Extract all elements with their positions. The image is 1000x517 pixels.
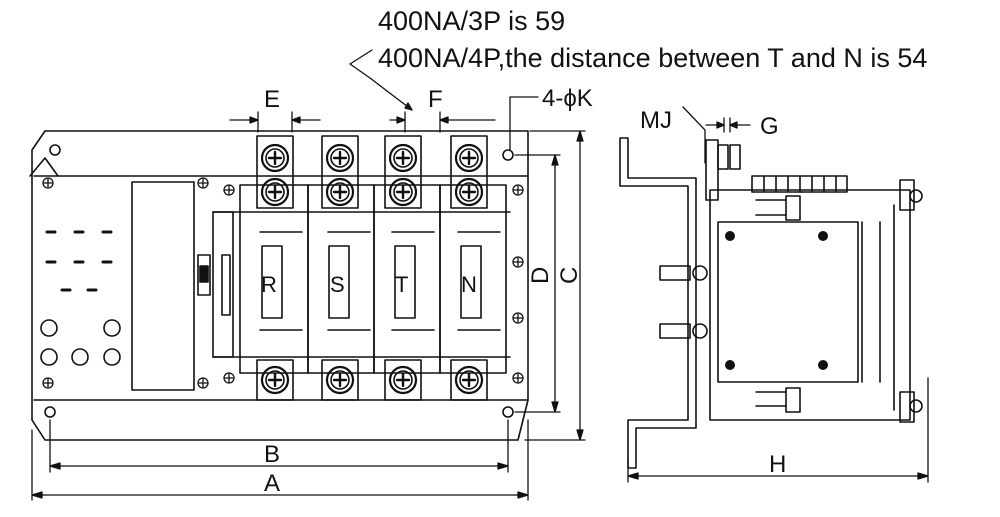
note-3p-distance: 400NA/3P is 59	[378, 6, 566, 36]
dim-label-d: D	[527, 267, 554, 284]
terminal-bolt-cross	[395, 150, 411, 166]
terminal-bolt-head	[459, 182, 479, 202]
indicator-marks	[45, 230, 113, 292]
terminal-bolt-icon	[325, 177, 355, 207]
terminal-bolt-icon	[260, 365, 290, 395]
dim-label-h: H	[769, 451, 786, 478]
terminal-plate	[384, 359, 422, 401]
mounting-bracket	[619, 137, 697, 469]
terminal-bolts	[256, 135, 488, 401]
terminal-plate	[321, 135, 359, 209]
terminal-bolt-icon	[388, 143, 418, 173]
terminal-bolt-head	[330, 182, 350, 202]
terminal-bolt-head	[459, 370, 479, 390]
terminal-bolt-cross	[267, 184, 283, 200]
terminal-bolt-head	[265, 182, 285, 202]
terminal-plate	[256, 135, 294, 209]
terminal-plate	[321, 359, 359, 401]
terminal-plate	[384, 135, 422, 209]
terminal-bolt-icon	[454, 177, 484, 207]
dim-label-g: G	[760, 113, 779, 140]
pole-label-s: S	[330, 272, 345, 297]
display-panel	[131, 181, 195, 391]
mount-hole	[44, 406, 56, 418]
dim-label-mj: MJ	[640, 107, 672, 134]
terminal-bolt-head	[330, 370, 350, 390]
dim-label-e: E	[264, 86, 280, 113]
front-body-outline	[31, 130, 529, 441]
mount-hole	[502, 406, 514, 418]
screw-set	[42, 177, 524, 389]
terminal-bolt-icon	[325, 365, 355, 395]
terminal-bolt-icon	[260, 177, 290, 207]
note-4p-distance: 400NA/4P,the distance between T and N is…	[378, 43, 928, 73]
terminal-bolt-head	[459, 148, 479, 168]
terminal-bolt-icon	[325, 143, 355, 173]
side-view	[619, 137, 923, 469]
front-view: R S T N	[29, 130, 529, 441]
terminal-bolt-cross	[461, 184, 477, 200]
terminal-bolt-head	[330, 148, 350, 168]
dimension-lines	[31, 49, 929, 501]
terminal-bolt-icon	[454, 365, 484, 395]
pole-label-n: N	[461, 272, 477, 297]
pole-housings	[212, 184, 511, 374]
terminal-plate	[450, 135, 488, 209]
terminal-bolt-cross	[395, 372, 411, 388]
terminal-bolt-head	[265, 148, 285, 168]
terminal-bolt-cross	[332, 150, 348, 166]
dim-label-k: 4-ϕK	[542, 85, 593, 112]
terminal-bolt-head	[393, 148, 413, 168]
terminal-bolt-head	[393, 370, 413, 390]
terminal-bolt-cross	[395, 184, 411, 200]
operating-handle	[197, 254, 211, 296]
round-button-cluster	[40, 319, 121, 366]
terminal-bolt-head	[393, 182, 413, 202]
terminal-bolt-cross	[461, 372, 477, 388]
terminal-plate	[256, 359, 294, 401]
terminal-bolt-cross	[267, 372, 283, 388]
dim-label-b: B	[264, 441, 280, 468]
terminal-bolt-icon	[388, 177, 418, 207]
dim-label-c: C	[556, 267, 583, 284]
terminal-bolt-cross	[267, 150, 283, 166]
mount-hole	[502, 149, 514, 161]
dim-label-a: A	[264, 470, 280, 497]
terminal-bolt-head	[265, 370, 285, 390]
terminal-bolt-icon	[454, 143, 484, 173]
dim-label-f: F	[428, 86, 443, 113]
terminal-plate	[450, 359, 488, 401]
pole-label-r: R	[261, 272, 277, 297]
terminal-bolt-cross	[332, 372, 348, 388]
terminal-bolt-cross	[461, 150, 477, 166]
terminal-bolt-icon	[260, 143, 290, 173]
pole-label-t: T	[395, 272, 408, 297]
terminal-bolt-cross	[332, 184, 348, 200]
terminal-bolt-icon	[388, 365, 418, 395]
